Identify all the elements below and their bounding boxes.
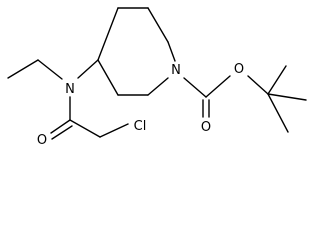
bond-amide-c-o-double-1 [50,119,71,134]
bond-ring-c5-c6 [147,7,169,43]
bond-c3-amine-n [77,59,99,79]
bond-amine-n-ethyl-ch2 [37,59,63,80]
bond-amide-c-o-double-2 [51,125,73,140]
bond-ch2-cl [99,123,129,138]
bond-ring-c3-c4a [97,59,119,96]
atom-cl: Cl [134,119,147,134]
atom-o-ester: O [234,62,244,77]
atom-n-amine: N [65,82,75,97]
bond-carbamate-c-o-ester [205,75,231,98]
atom-o-carbonyl-carbamate: O [201,120,211,135]
bond-ring-c4a-c4 [97,7,119,61]
atom-labels: N N O O O Cl [37,62,244,148]
atom-n-ring: N [171,63,181,78]
bond-n-carbamate-c [183,77,207,98]
bond-tbu-methyl-up [267,65,287,95]
boc-group [183,65,307,133]
bond-carbonyl-c-ch2cl [69,119,101,138]
bond-ring-n-c2 [147,77,169,96]
bond-o-ester-tbu-c [247,75,269,95]
piperidine-ring [97,7,176,96]
bond-ring-c6-n [167,41,176,62]
bond-ethyl-ch2-ch3 [7,59,39,79]
structure-diagram: N N O O O Cl [7,7,307,148]
amide-substituent [7,59,129,140]
atom-o-carbonyl-amide: O [37,133,47,148]
bond-tbu-methyl-right [267,93,307,101]
bond-tbu-methyl-down [267,93,289,133]
